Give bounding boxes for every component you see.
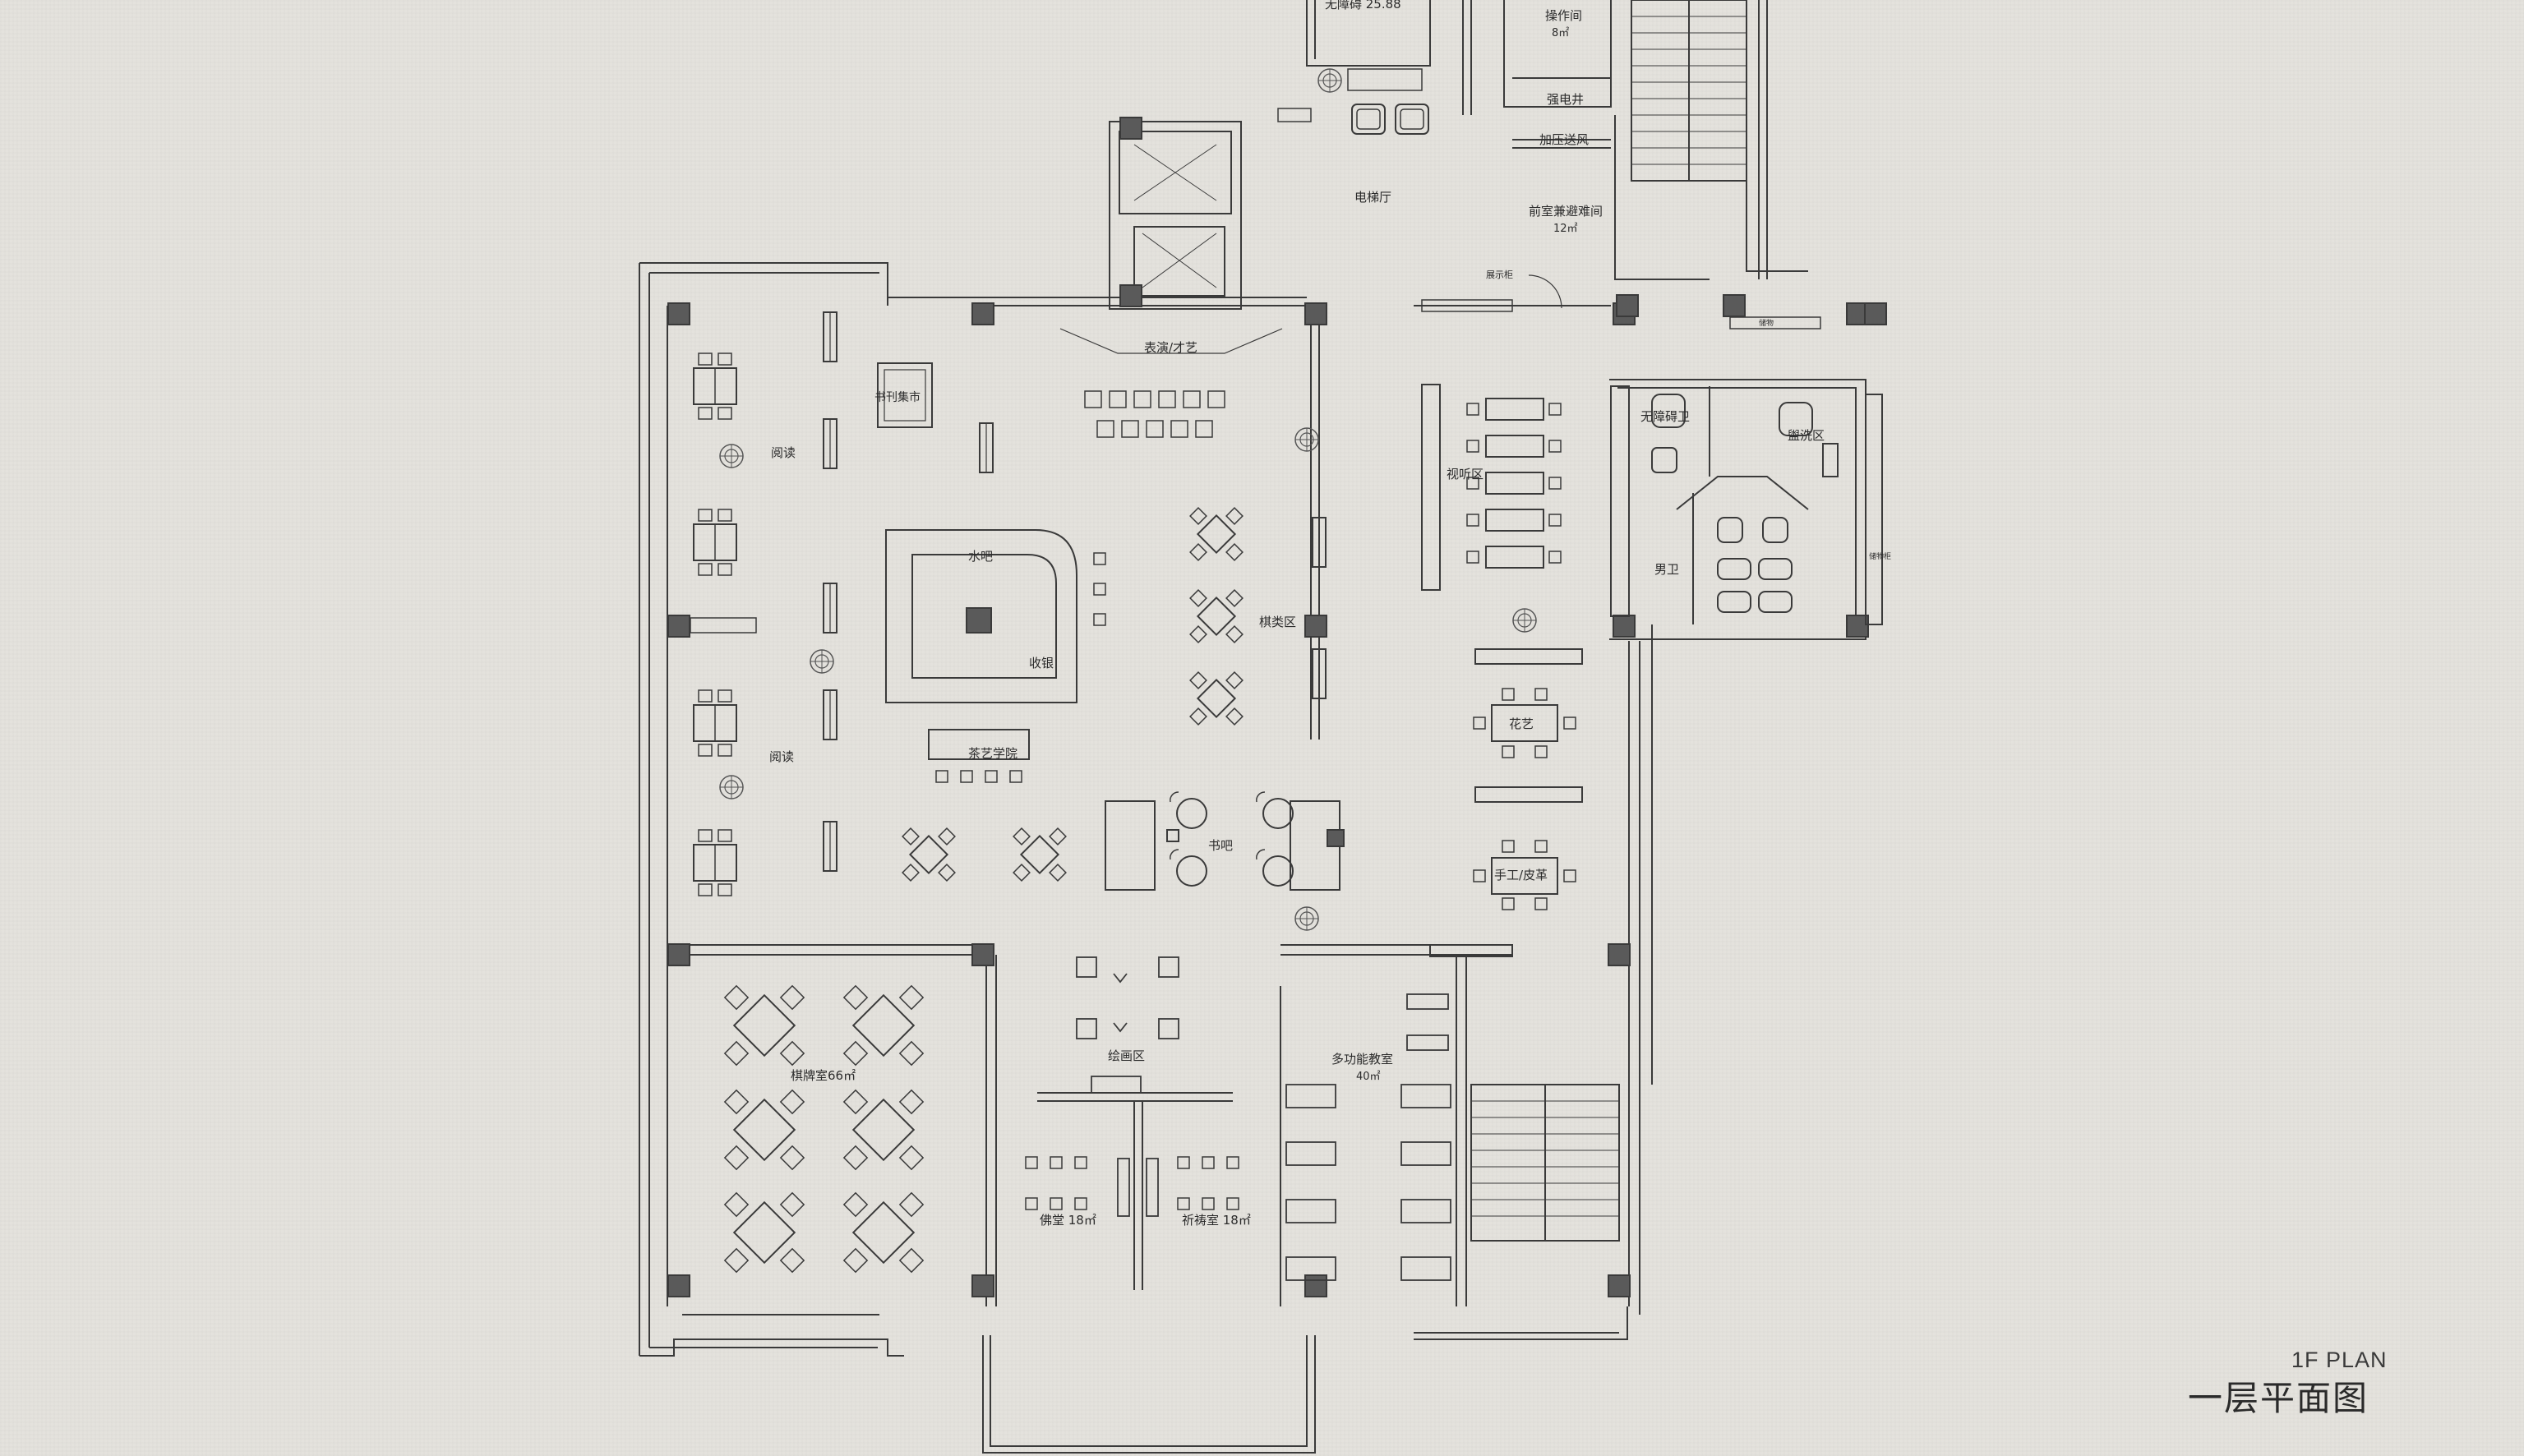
label-multi-classroom-area: 40㎡ [1356, 1071, 1381, 1083]
label-barrier-free-top: 无障碍 25.88 [1325, 0, 1401, 12]
label-operation-room: 操作间 [1545, 8, 1582, 23]
label-multi-classroom: 多功能教室 [1331, 1052, 1393, 1067]
label-accessible-wc: 无障碍卫 [1640, 409, 1690, 424]
label-elevator-hall: 电梯厅 [1354, 190, 1391, 205]
label-operation-area: 8㎡ [1552, 27, 1569, 39]
label-chess-card-room: 棋牌室66㎡ [791, 1068, 856, 1083]
plan-title-en: 1F PLAN [2291, 1348, 2388, 1372]
restroom-fixtures [1651, 386, 1883, 625]
label-water-bar: 水吧 [968, 549, 993, 564]
label-cashier: 收银 [1029, 656, 1054, 670]
label-tea-academy: 茶艺学院 [968, 746, 1017, 761]
label-storage: 储物 [1759, 318, 1774, 328]
label-flower-art: 花艺 [1509, 716, 1534, 731]
label-book-bar: 书吧 [1208, 838, 1233, 853]
plan-title-zh: 一层平面图 [2188, 1378, 2369, 1418]
structural-columns [667, 117, 1887, 1297]
water-bar-counter [885, 529, 1106, 783]
painting-area-easels [1076, 956, 1179, 1094]
label-prayer-room: 祈祷室 18㎡ [1182, 1213, 1251, 1228]
room-labels: 无障碍 25.88 操作间 8㎡ 强电井 加压送风 电梯厅 前室兼避难间 12㎡… [769, 0, 1891, 1228]
label-front-refuge-area: 12㎡ [1553, 223, 1578, 235]
label-chess-area: 棋类区 [1259, 615, 1296, 629]
elevator-hall-furniture [1277, 68, 1821, 329]
label-wash-area: 盥洗区 [1788, 428, 1825, 443]
worship-rooms-furniture [1025, 1156, 1239, 1217]
label-mens-wc: 男卫 [1654, 562, 1679, 577]
label-book-market: 书刊集市 [874, 390, 921, 404]
label-strong-power-shaft: 强电井 [1547, 92, 1584, 107]
label-front-refuge-room: 前室兼避难间 [1529, 204, 1603, 219]
label-painting-area: 绘画区 [1108, 1048, 1145, 1063]
book-bar-furniture [1105, 790, 1345, 891]
label-pressurized-air: 加压送风 [1539, 132, 1589, 147]
label-reading-bottom: 阅读 [769, 749, 794, 764]
label-audio-visual: 视听区 [1447, 467, 1483, 481]
label-locker: 储物柜 [1869, 551, 1891, 561]
reading-area-furniture [690, 311, 1537, 931]
chess-area-tables [902, 507, 1327, 882]
audio-visual-area-furniture [1421, 384, 1630, 617]
performance-seats [1059, 328, 1283, 438]
classroom-desks [1285, 993, 1451, 1281]
chess-card-room-tables [723, 984, 925, 1274]
label-buddha-hall: 佛堂 18㎡ [1040, 1213, 1096, 1228]
building-outline [639, 0, 1866, 1454]
label-handcraft: 手工/皮革 [1494, 868, 1548, 882]
label-performance: 表演/才艺 [1144, 340, 1197, 355]
flower-handcraft-furniture [1429, 648, 1583, 957]
label-display-cabinet: 展示柜 [1486, 270, 1513, 280]
label-reading-top: 阅读 [771, 445, 796, 460]
